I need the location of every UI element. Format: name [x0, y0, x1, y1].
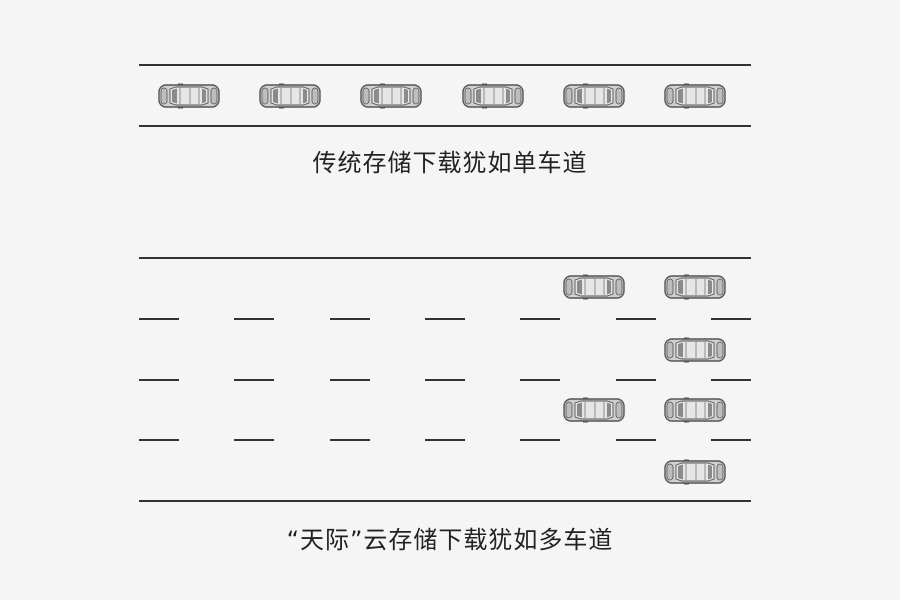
- single-lane-bottom-edge: [139, 125, 751, 127]
- car: [259, 83, 321, 109]
- car: [664, 83, 726, 109]
- car: [563, 274, 625, 300]
- car: [664, 274, 726, 300]
- car: [360, 83, 422, 109]
- car-icon: [563, 83, 625, 109]
- car: [563, 397, 625, 423]
- lane-divider-dash: [425, 318, 465, 320]
- lane-divider-dash: [616, 379, 656, 381]
- lane-divider-dash: [425, 379, 465, 381]
- car: [664, 397, 726, 423]
- car-icon: [360, 83, 422, 109]
- lane-divider-dash: [520, 379, 560, 381]
- lane-divider-dash: [139, 318, 179, 320]
- car: [462, 83, 524, 109]
- car: [563, 83, 625, 109]
- car: [664, 459, 726, 485]
- lane-divider-dash: [139, 439, 179, 441]
- lane-divider-dash: [616, 318, 656, 320]
- car-icon: [563, 274, 625, 300]
- car-icon: [563, 397, 625, 423]
- lane-divider-dash: [425, 439, 465, 441]
- lane-divider-dash: [330, 318, 370, 320]
- lane-divider-dash: [520, 439, 560, 441]
- lane-divider-dash: [711, 318, 751, 320]
- car-icon: [664, 274, 726, 300]
- car-icon: [664, 83, 726, 109]
- single-lane-top-edge: [139, 64, 751, 66]
- lane-divider-dash: [234, 439, 274, 441]
- lane-divider-dash: [711, 439, 751, 441]
- lane-divider-dash: [234, 318, 274, 320]
- car-icon: [664, 397, 726, 423]
- car-icon: [664, 459, 726, 485]
- single-lane-caption: 传统存储下载犹如单车道: [312, 149, 588, 177]
- lane-divider-dash: [330, 439, 370, 441]
- multi-lane-caption: “天际”云存储下载犹如多车道: [286, 526, 614, 554]
- car-icon: [259, 83, 321, 109]
- lane-divider-dash: [139, 379, 179, 381]
- car: [158, 83, 220, 109]
- car-icon: [462, 83, 524, 109]
- lane-divider-dash: [520, 318, 560, 320]
- lane-divider-dash: [330, 379, 370, 381]
- lane-divider-dash: [234, 379, 274, 381]
- lane-divider-dash: [616, 439, 656, 441]
- multi-lane-bottom-edge: [139, 500, 751, 502]
- car-icon: [664, 337, 726, 363]
- car-icon: [158, 83, 220, 109]
- lane-divider-dash: [711, 379, 751, 381]
- car: [664, 337, 726, 363]
- multi-lane-top-edge: [139, 257, 751, 259]
